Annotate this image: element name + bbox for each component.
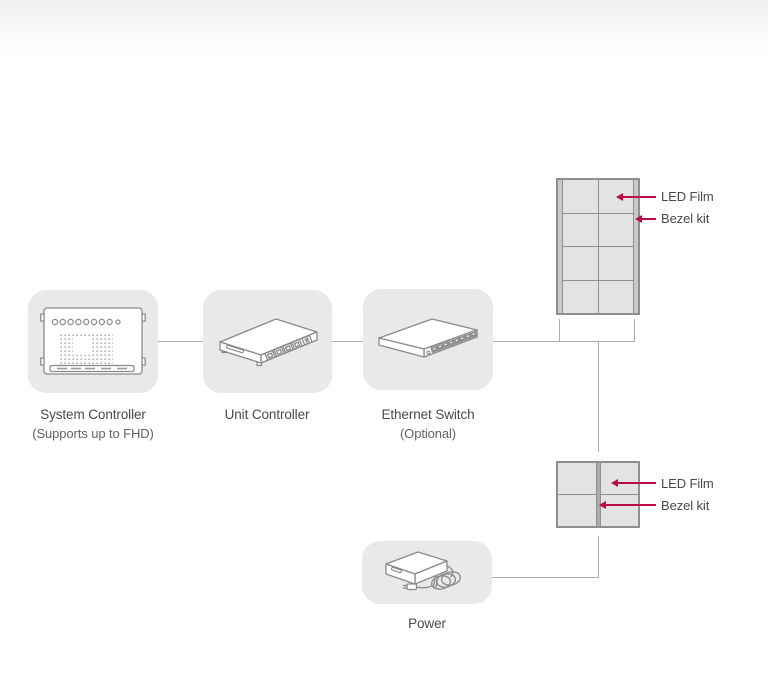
bezel-strip-left (558, 180, 563, 313)
bezel-strip-center (595, 463, 601, 526)
power-adapter-icon (385, 550, 462, 590)
wire-ethernet-to-panels (493, 341, 635, 342)
left-arrow-icon (599, 501, 606, 509)
ethernet-switch-label: Ethernet Switch (381, 407, 475, 422)
bezel-kit-label-top: Bezel kit (661, 211, 710, 226)
led-film-tile (598, 247, 633, 280)
wire-power-horizontal (492, 577, 599, 578)
card-power (362, 541, 492, 604)
led-film-tile (598, 213, 633, 246)
led-film-grid-top (563, 180, 633, 313)
led-film-tile (598, 280, 633, 313)
led-film-tile (563, 180, 598, 213)
unit-controller-icon (218, 317, 318, 366)
led-film-arrow-bottom (617, 482, 656, 484)
bezel-kit-arrow-top (641, 217, 656, 220)
card-system-controller (28, 290, 158, 393)
led-panel-bottom (556, 461, 640, 528)
card-unit-controller (203, 290, 332, 393)
wire-top-panel-leg-right (634, 319, 635, 342)
led-film-arrow-top (622, 195, 656, 198)
led-film-tile (563, 213, 598, 246)
led-film-tile (558, 495, 598, 526)
led-film-tile (558, 463, 598, 494)
left-arrow-icon (616, 192, 623, 201)
unit-controller-label: Unit Controller (224, 407, 310, 422)
top-gradient (0, 0, 768, 58)
led-film-tile (563, 247, 598, 280)
power-label: Power (408, 616, 446, 631)
led-film-grid-bottom (558, 463, 638, 526)
system-controller-sublabel: (Supports up to FHD) (32, 426, 154, 441)
bezel-kit-label-bottom: Bezel kit (661, 498, 710, 513)
ethernet-switch-sublabel: (Optional) (399, 426, 457, 441)
wire-bottom-panel-to-power (598, 536, 599, 578)
bezel-strip-right (633, 180, 638, 313)
led-film-tile (598, 495, 638, 526)
system-controller-icon (40, 306, 146, 375)
led-film-tile (563, 280, 598, 313)
wire-to-bottom-panel (598, 342, 599, 452)
wire-top-panel-leg-left (559, 319, 560, 341)
bezel-kit-arrow-bottom (605, 504, 656, 506)
card-ethernet-switch (363, 289, 493, 390)
left-arrow-icon (635, 214, 642, 223)
led-panel-top (556, 178, 640, 315)
led-film-label-bottom: LED Film (661, 476, 714, 491)
ethernet-switch-icon (378, 317, 478, 358)
system-controller-label: System Controller (40, 407, 146, 422)
left-arrow-icon (611, 479, 618, 487)
led-film-label-top: LED Film (661, 189, 714, 204)
wire-unit-to-ethernet (331, 341, 363, 342)
wire-system-to-unit (157, 341, 203, 342)
led-film-tile (598, 463, 638, 494)
